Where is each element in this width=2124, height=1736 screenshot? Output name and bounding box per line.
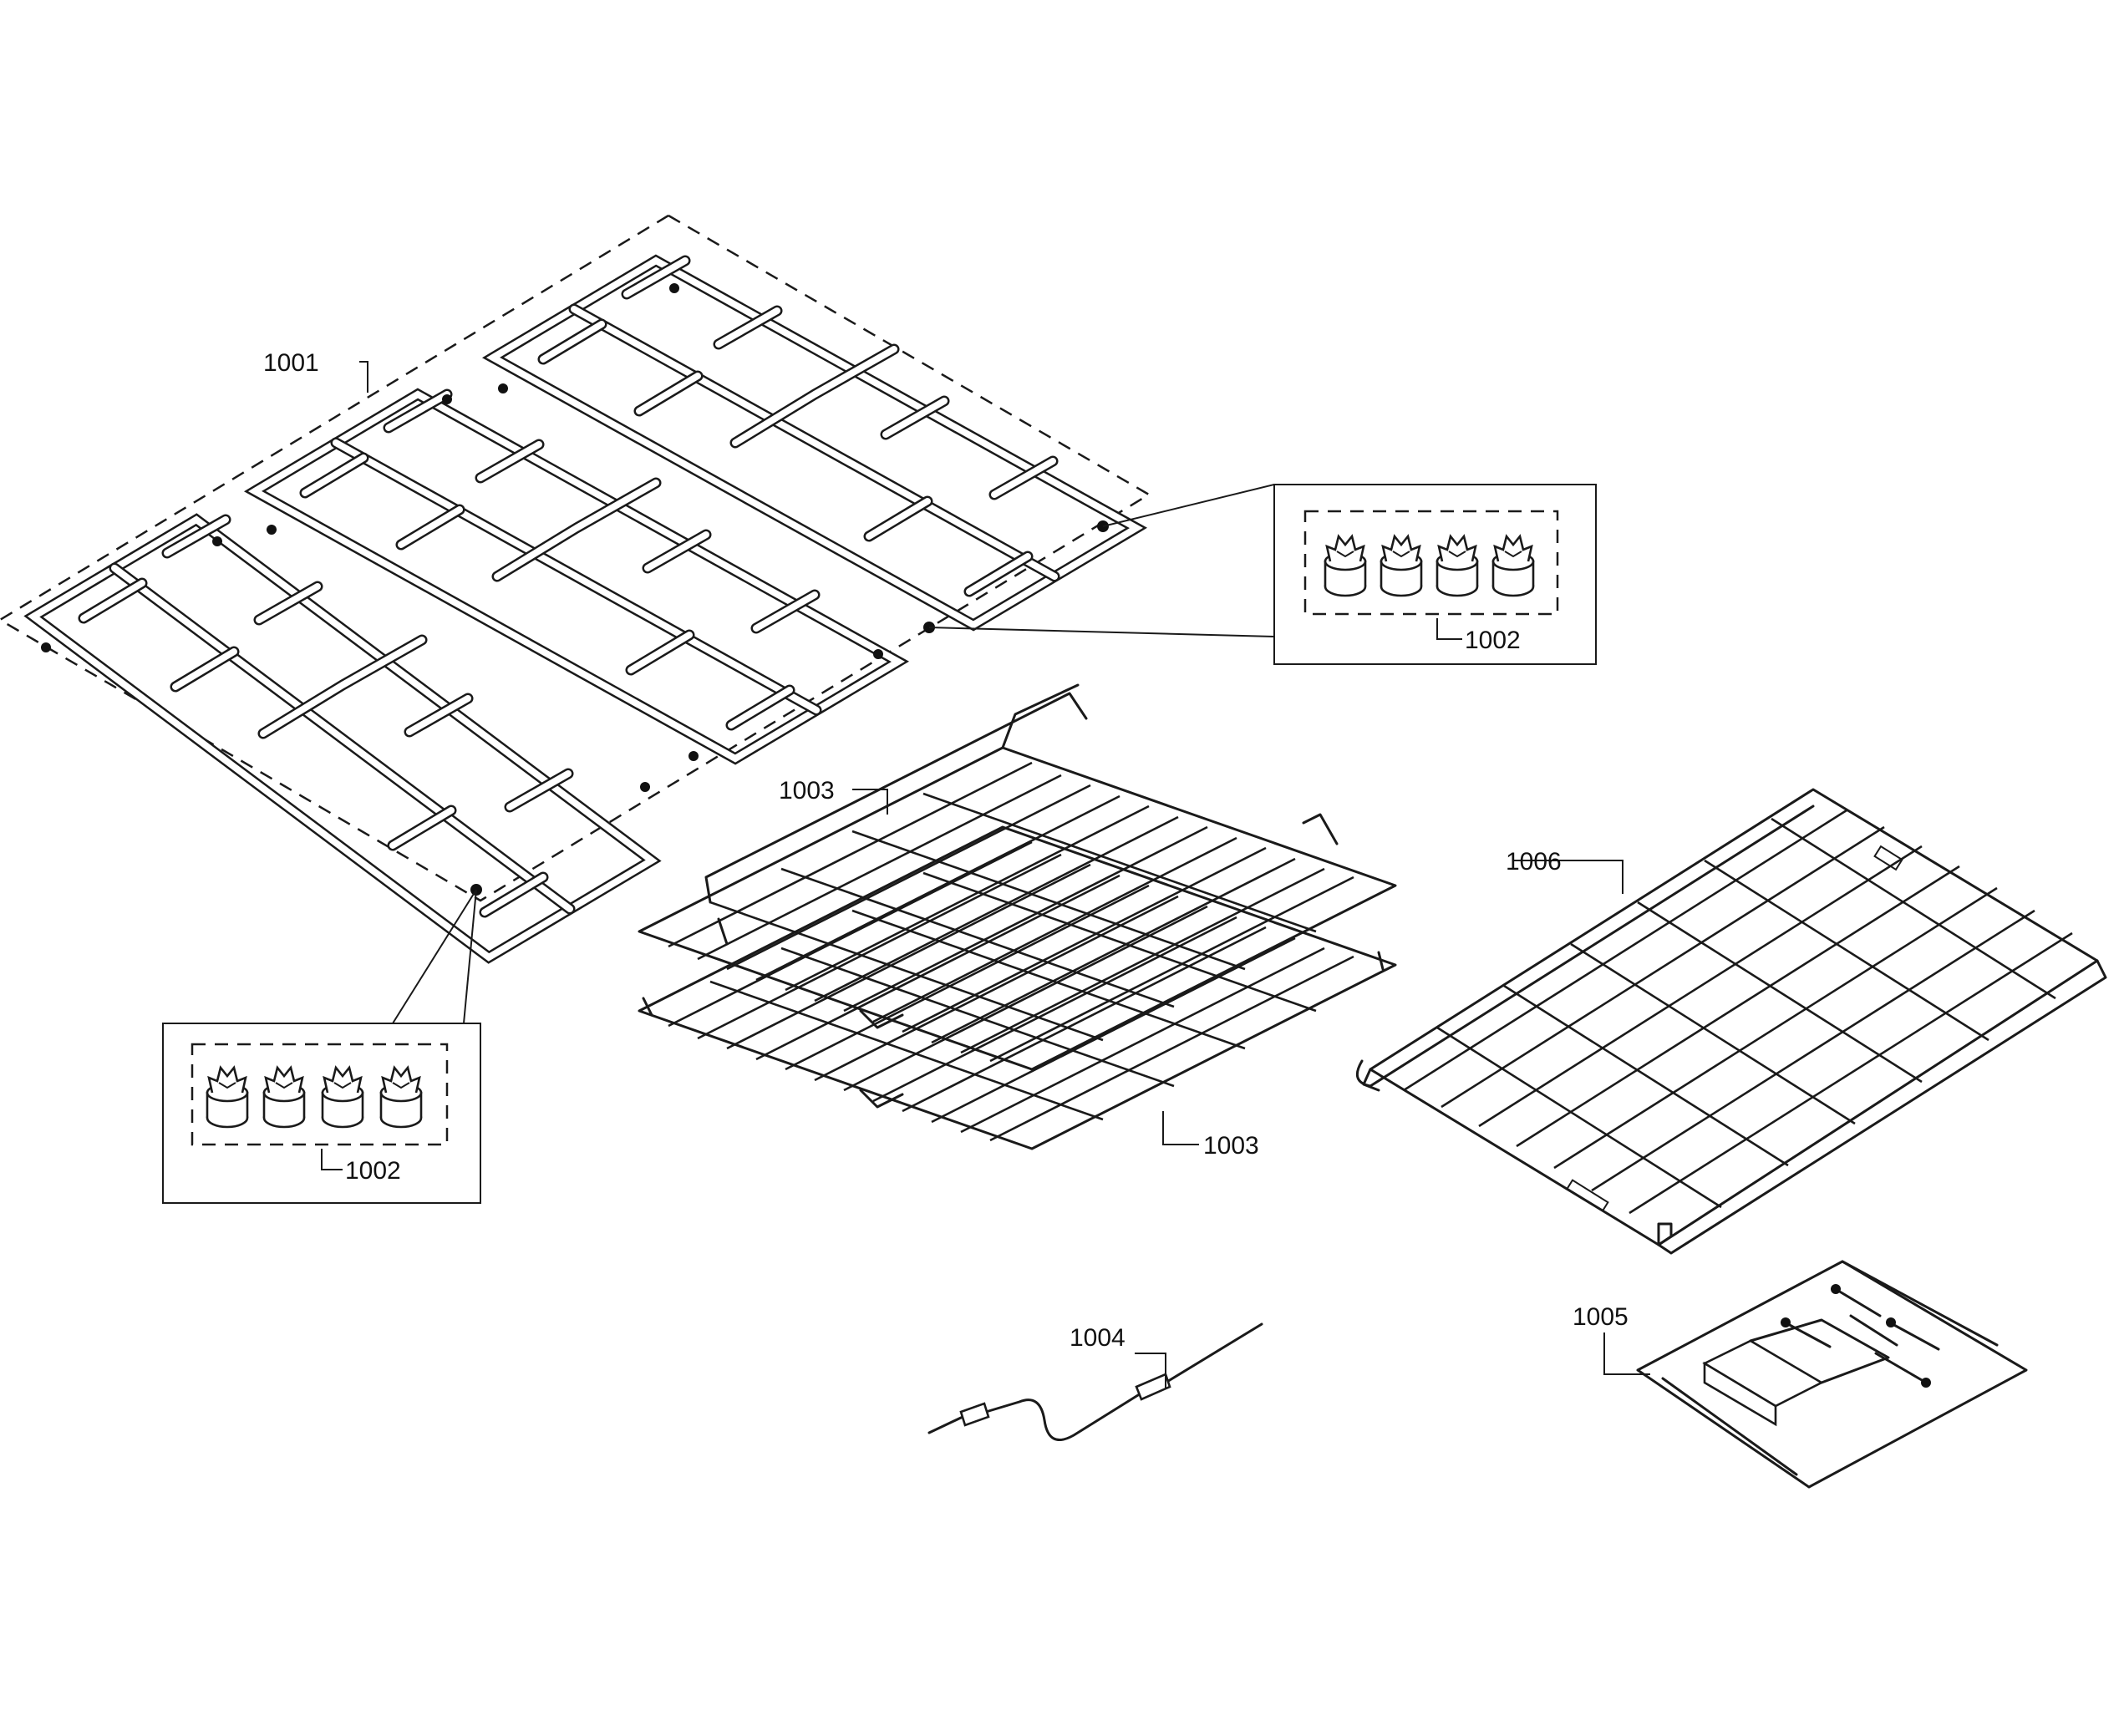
oven-racks: 1003 1003 — [638, 683, 1397, 1160]
grates-leader — [359, 361, 368, 393]
feet-box-right: 1002 — [928, 484, 1597, 665]
grate-middle — [243, 388, 910, 765]
rack-upper-label: 1003 — [779, 777, 835, 805]
thermocouple: 1004 — [927, 1322, 1263, 1441]
rubber-foot-icon — [262, 1066, 306, 1129]
rack-lower — [638, 825, 1397, 1150]
rubber-foot-icon — [1324, 535, 1367, 597]
rack-lower-leader — [1162, 1111, 1199, 1145]
rack-upper-leader — [852, 789, 888, 815]
feet-right-label: 1002 — [1465, 627, 1521, 654]
feet-box-left: 1002 — [162, 889, 481, 1204]
rubber-foot-icon — [379, 1066, 423, 1129]
hardware-kit-label: 1005 — [1573, 1303, 1629, 1331]
hardware-kit: 1005 — [1573, 1260, 2028, 1489]
thermocouple-label: 1004 — [1070, 1324, 1126, 1352]
grate-front-left — [23, 513, 662, 964]
rack-upper — [638, 683, 1397, 1071]
grate-outline-dashed — [0, 214, 1151, 902]
grate-assembly: 1001 — [0, 214, 1151, 964]
rack-lower-label: 1003 — [1203, 1132, 1259, 1160]
rubber-foot-icon — [1435, 535, 1479, 597]
grate-back-right — [481, 254, 1148, 632]
telescopic-rack: 1006 — [1355, 788, 2107, 1255]
feet-left-label: 1002 — [345, 1157, 401, 1185]
rubber-foot-icon — [1380, 535, 1423, 597]
telescopic-rack-label: 1006 — [1506, 848, 1562, 876]
telescopic-rack-leader — [1514, 860, 1623, 894]
rubber-foot-icon — [321, 1066, 364, 1129]
rubber-foot-icon — [1491, 535, 1535, 597]
rubber-foot-icon — [206, 1066, 249, 1129]
grates-label: 1001 — [263, 349, 319, 377]
